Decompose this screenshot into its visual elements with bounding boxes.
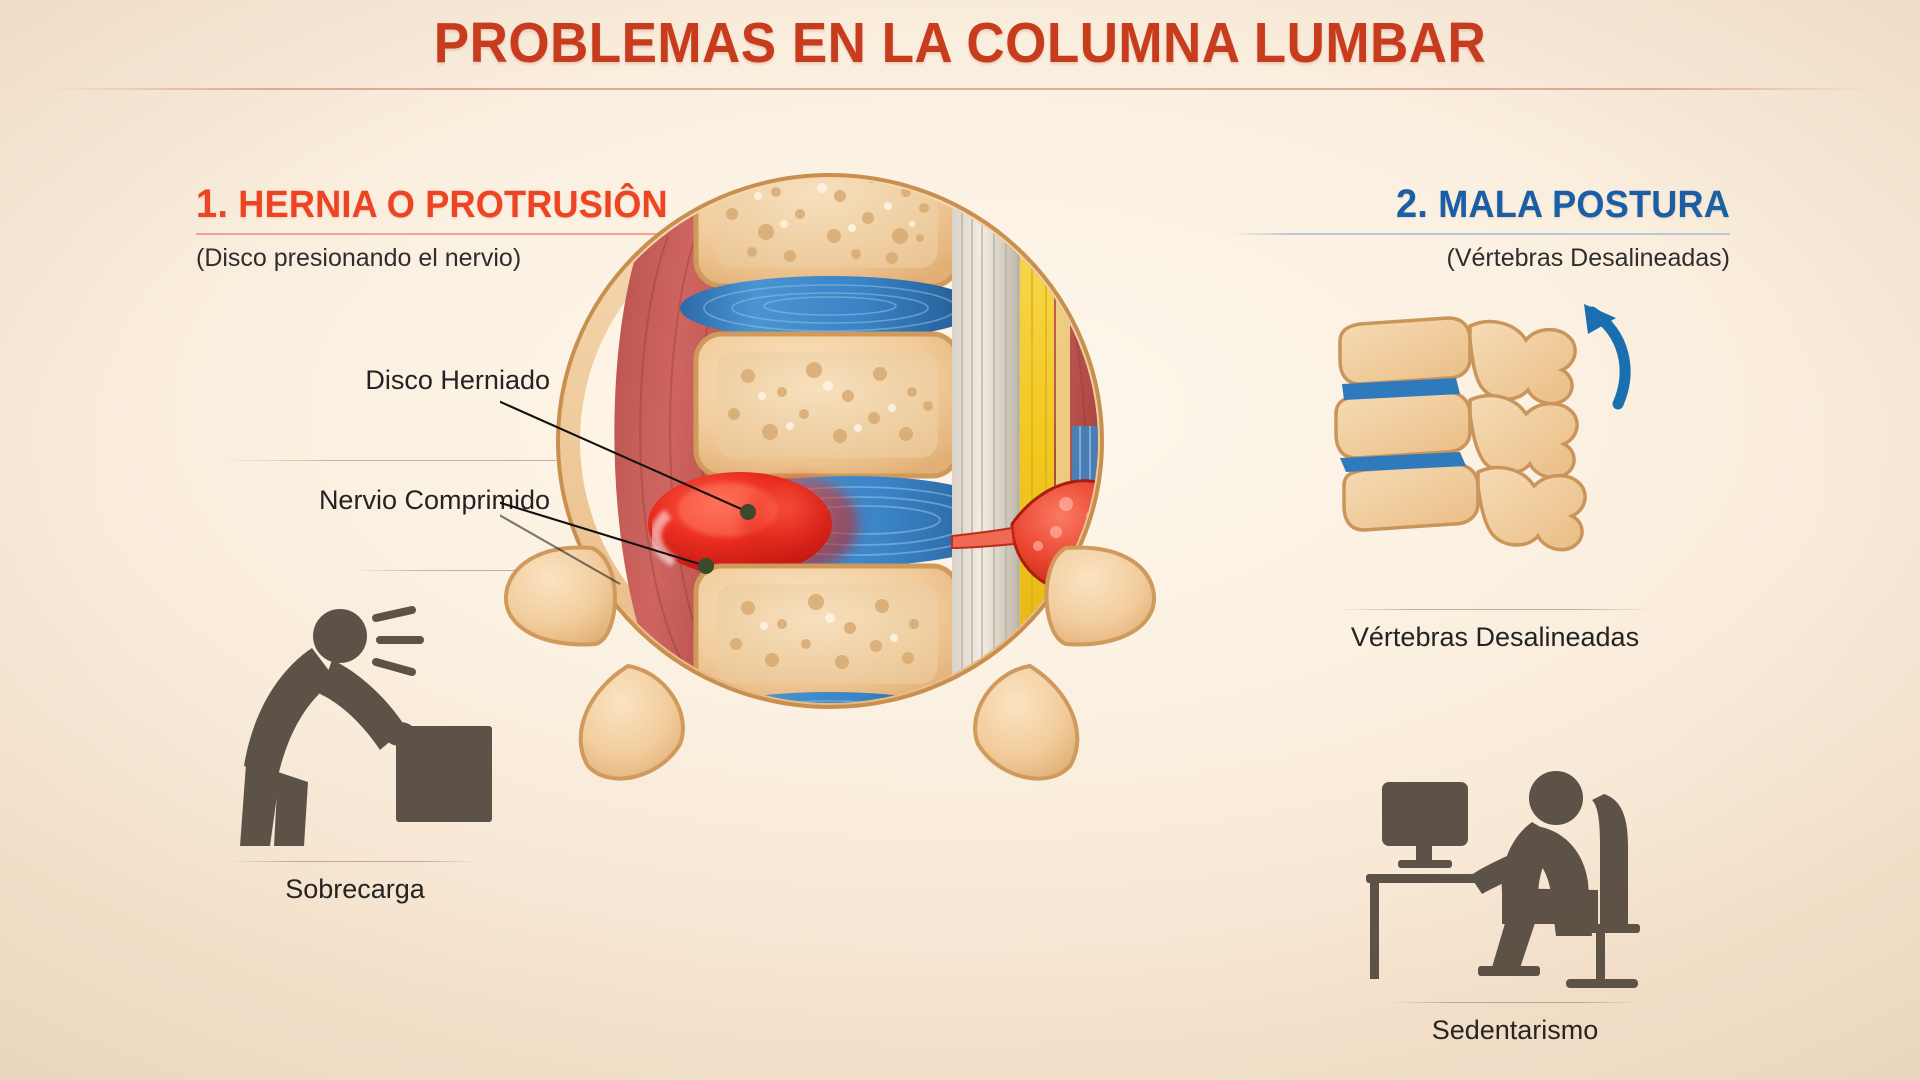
person-at-desk-icon <box>1366 771 1640 988</box>
title-divider <box>50 88 1870 90</box>
pictogram-sedentarismo-caption: Sedentarismo <box>1431 1015 1599 1045</box>
transverse-process-right <box>1044 545 1157 647</box>
leader-dot-nervio <box>698 558 714 574</box>
callout-disco-herniado: Disco Herniado <box>365 365 550 395</box>
person-lifting-box-icon <box>240 606 492 846</box>
callout-divider-1 <box>218 460 556 461</box>
inferior-process-left <box>578 663 685 781</box>
callout-divider-2 <box>350 570 556 571</box>
pictogram-vertebras-desalineadas: Vértebras Desalineadas <box>1330 300 1660 653</box>
section-postura-divider <box>1230 233 1730 235</box>
section-hernia-number: 1. <box>196 182 229 226</box>
section-hernia-heading: 1. HERNIA O PROTRUSIÔN <box>196 182 690 227</box>
section-postura: 2. MALA POSTURA (Vértebras Desalineadas) <box>1230 182 1730 273</box>
mini-disc <box>1340 378 1466 472</box>
pictogram-vertebras-divider <box>1335 609 1655 610</box>
leader-dot-disco <box>740 504 756 520</box>
section-postura-number: 2. <box>1395 182 1429 226</box>
pictogram-sobrecarga-divider <box>230 861 480 862</box>
section-postura-heading: 2. MALA POSTURA <box>1255 182 1730 227</box>
pictogram-sedentarismo-divider <box>1390 1002 1640 1003</box>
section-postura-subtitle: (Vértebras Desalineadas) <box>1446 244 1730 272</box>
callout-nervio-comprimido: Nervio Comprimido <box>318 485 550 515</box>
inferior-process-right <box>973 663 1080 781</box>
pictogram-sobrecarga-caption: Sobrecarga <box>285 874 425 904</box>
posterior-bone-structures <box>640 733 1050 916</box>
nerve-ganglion <box>951 479 1098 593</box>
pictogram-vertebras-caption: Vértebras Desalineadas <box>1350 622 1640 652</box>
lumbar-spine-cross-section-illustration <box>500 173 1157 916</box>
misaligned-spine-icon <box>1334 304 1631 552</box>
vertebra-middle <box>693 331 961 479</box>
pictogram-sobrecarga: Sobrecarga <box>200 600 510 905</box>
section-hernia: 1. HERNIA O PROTRUSIÔN (Disco presionand… <box>196 182 716 273</box>
transverse-process-left <box>503 545 617 647</box>
page-title: PROBLEMAS EN LA COLUMNA LUMBAR <box>433 11 1487 75</box>
vertebra-lower <box>693 563 961 703</box>
section-hernia-divider <box>196 233 716 235</box>
herniated-disc <box>648 472 1020 576</box>
section-hernia-title: HERNIA O PROTRUSIÔN <box>238 184 668 226</box>
section-hernia-subtitle: (Disco presionando el nervio) <box>196 244 522 272</box>
vertebra-upper <box>693 179 961 289</box>
intervertebral-disc-lower <box>680 692 980 703</box>
leader-lines <box>500 400 756 585</box>
pictogram-sedentarismo: Sedentarismo <box>1360 760 1670 1046</box>
section-postura-title: MALA POSTURA <box>1438 184 1730 226</box>
intervertebral-disc-upper <box>680 276 980 340</box>
